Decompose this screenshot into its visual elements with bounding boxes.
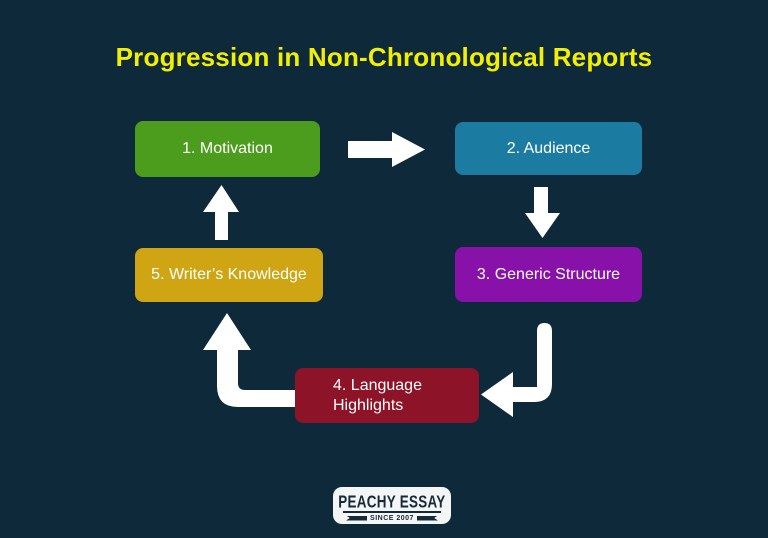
step-label-language-highlights: 4. Language Highlights (333, 376, 422, 414)
arrow-up-icon (203, 185, 239, 240)
page-title: Progression in Non-Chronological Reports (115, 42, 653, 72)
step-box-language-highlights: 4. Language Highlights (295, 368, 479, 423)
logo-underline (343, 510, 441, 513)
step-box-audience: 2. Audience (455, 122, 642, 175)
step-label-writers-knowledge: 5. Writer’s Knowledge (151, 266, 307, 283)
peachy-essay-logo: PEACHY ESSAY SINCE 2007 (333, 487, 451, 524)
logo-text: PEACHY ESSAY (338, 490, 446, 511)
step-box-motivation: 1. Motivation (135, 121, 320, 177)
arrow-right-icon (348, 132, 425, 167)
logo-tagline-row: SINCE 2007 (346, 515, 438, 522)
step-label-motivation: 1. Motivation (182, 140, 273, 157)
step-label-generic-structure: 3. Generic Structure (476, 265, 621, 283)
arrow-down-icon (525, 187, 560, 238)
step-box-writers-knowledge: 5. Writer’s Knowledge (135, 248, 323, 302)
step-box-generic-structure: 3. Generic Structure (455, 247, 642, 302)
logo-tagline: SINCE 2007 (370, 514, 414, 522)
arrow-elbow-left-up-icon (203, 313, 295, 407)
arrow-elbow-down-left-icon (481, 323, 552, 417)
step-label-audience: 2. Audience (506, 139, 591, 157)
ribbon-right-icon (416, 515, 438, 521)
ribbon-left-icon (346, 515, 368, 521)
